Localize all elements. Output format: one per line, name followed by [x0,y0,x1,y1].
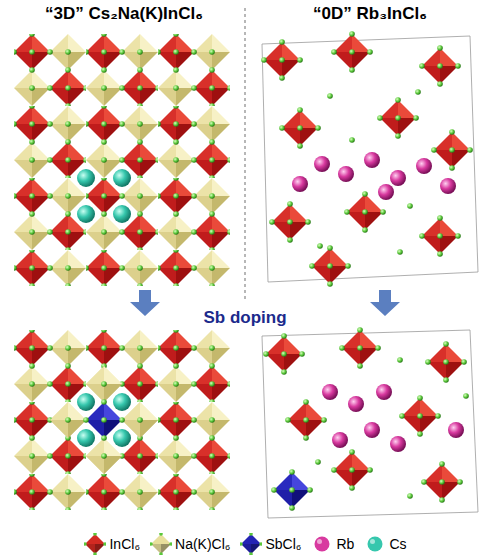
legend-swatch [240,533,262,555]
down-arrow [370,290,400,316]
legend-text: SbCl₆ [265,536,301,552]
legend-text: Cs [389,536,406,552]
legend-item: Cs [364,533,406,555]
panel-title: “0D” Rb₃InCl₆ [313,4,427,24]
legend-text: Na(K)Cl₆ [175,536,230,552]
panel-title: “3D” Cs₂Na(K)InCl₆ [45,4,203,24]
legend-swatch [311,533,333,555]
divider [244,8,245,300]
legend-swatch [84,533,106,555]
legend-text: InCl₆ [109,536,140,552]
perovskite-3d-doped [14,330,230,510]
legend-item: SbCl₆ [240,533,301,555]
structure-0d-doped [262,327,478,518]
legend-item: Rb [311,533,354,555]
structure-0d [261,31,478,287]
legend-swatch [150,533,172,555]
perovskite-3d [14,34,230,286]
legend-swatch [364,533,386,555]
down-arrow [130,290,160,316]
legend-item: Na(K)Cl₆ [150,533,230,555]
legend-item: InCl₆ [84,533,140,555]
legend-text: Rb [336,536,354,552]
legend: InCl₆ Na(K)Cl₆ SbCl₆ Rb Cs [0,533,491,555]
process-label: Sb doping [199,308,290,328]
